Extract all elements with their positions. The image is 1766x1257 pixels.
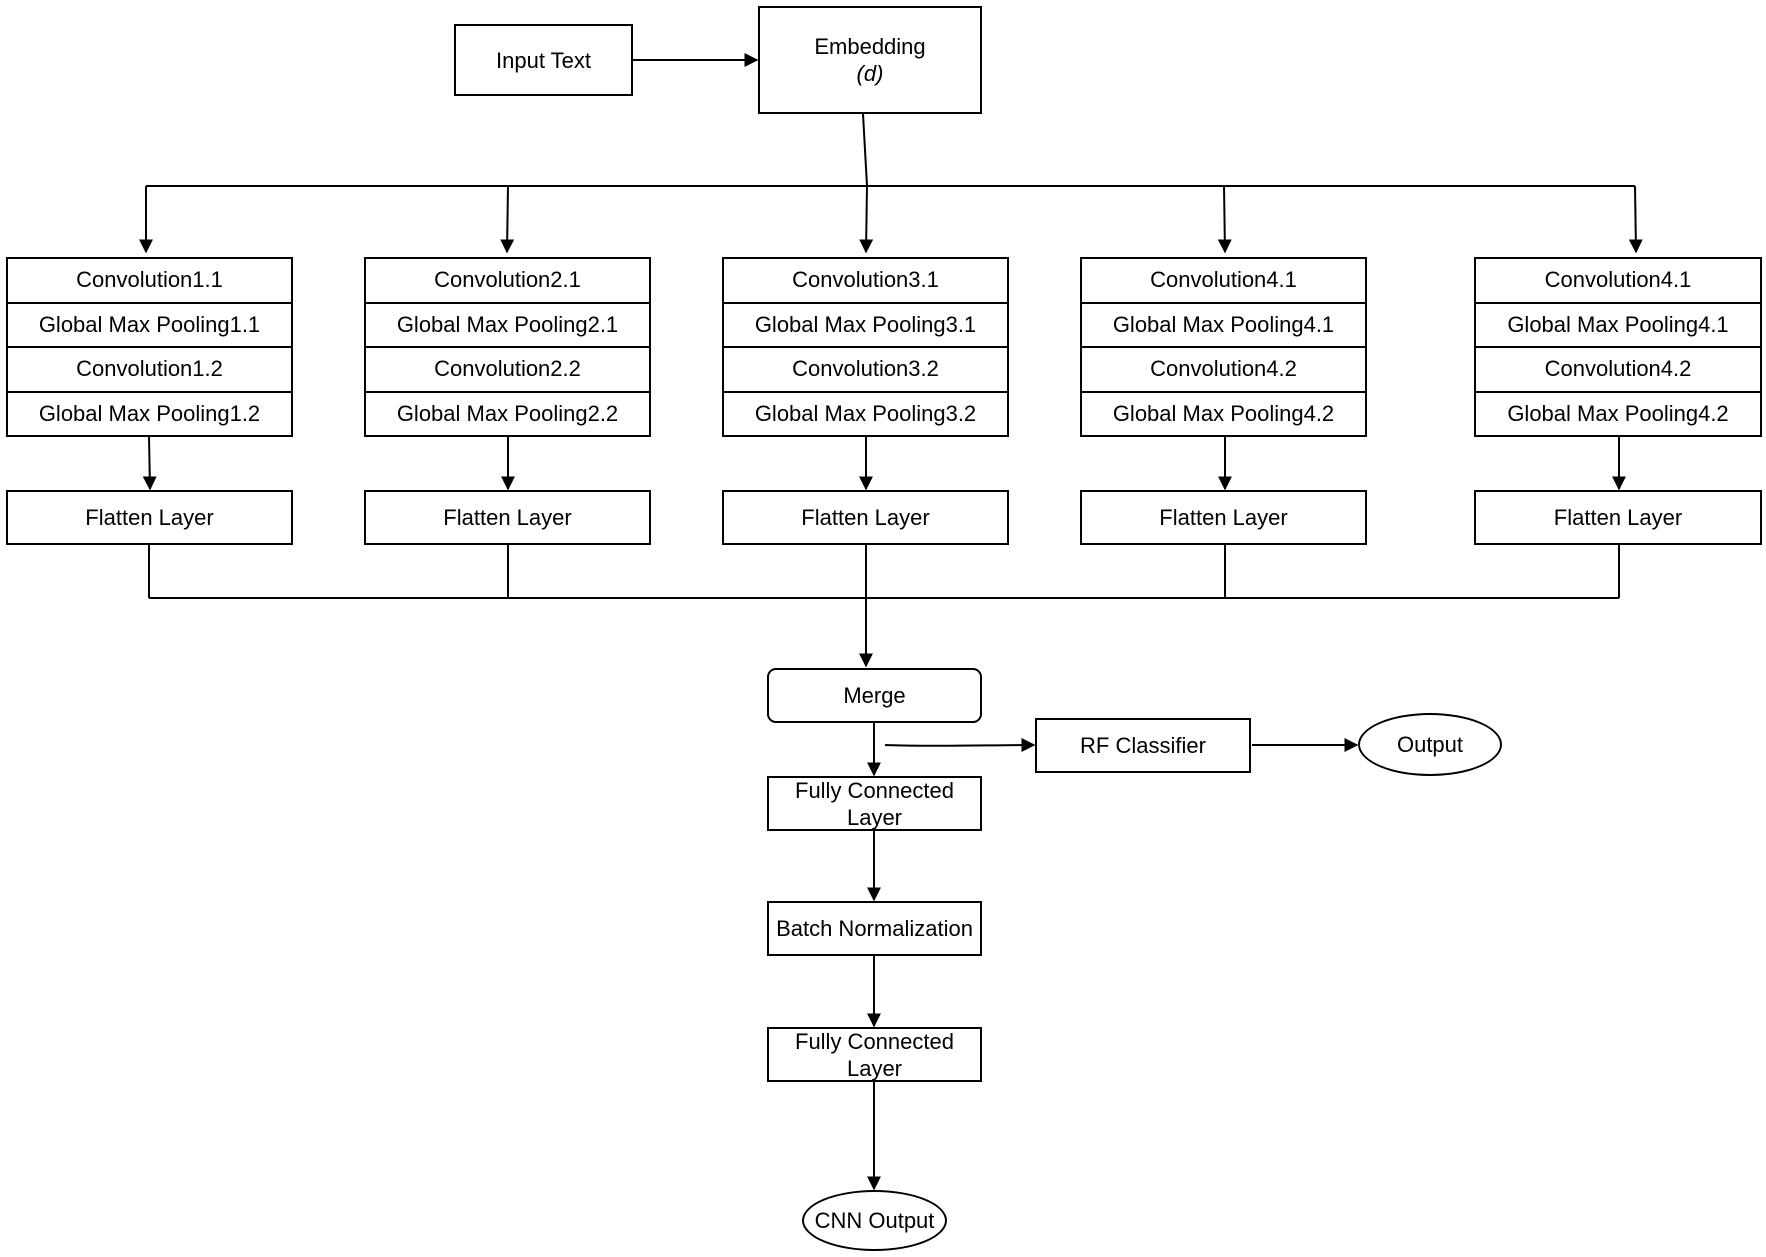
conv-stack-1: Convolution1.1 Global Max Pooling1.1 Con… [6, 257, 293, 437]
cnn-output-ellipse: CNN Output [802, 1190, 947, 1251]
input-text-box: Input Text [454, 24, 633, 96]
stack-layer: Global Max Pooling4.2 [1112, 400, 1335, 426]
arrow-to-branch-5 [1628, 185, 1643, 254]
fc2-line-1: Fully Connected [795, 1028, 954, 1054]
stack-layer: Global Max Pooling3.2 [754, 400, 977, 426]
flatten-layer-3: Flatten Layer [722, 490, 1009, 545]
stack-layer: Global Max Pooling1.1 [8, 304, 291, 348]
arrow-to-branch-3 [859, 185, 874, 254]
fc1-line-1: Fully Connected [795, 777, 954, 803]
conv-stack-2: Convolution2.1 Global Max Pooling2.1 Con… [364, 257, 651, 437]
embedding-box: Embedding (d) [758, 6, 982, 114]
stack-layer: Convolution3.1 [724, 259, 1007, 304]
embedding-title: Embedding [814, 34, 926, 59]
stack-layer: Convolution4.1 [1082, 259, 1365, 304]
stack-layer: Convolution2.1 [366, 259, 649, 304]
fully-connected-layer-2: Fully Connected Layer [767, 1027, 982, 1082]
fully-connected-layer-1: Fully Connected Layer [767, 776, 982, 831]
stack-layer: Global Max Pooling1.2 [38, 400, 261, 426]
fc1-line-2: Layer [846, 804, 903, 830]
arrow-to-branch-2 [500, 185, 515, 254]
stack-layer: Convolution4.2 [1476, 348, 1760, 393]
flatten-layer-5: Flatten Layer [1474, 490, 1762, 545]
stack-layer: Global Max Pooling2.1 [366, 304, 649, 348]
rf-classifier-box: RF Classifier [1035, 718, 1251, 773]
stack-layer: Global Max Pooling4.1 [1476, 304, 1760, 348]
flatten-layer-2: Flatten Layer [364, 490, 651, 545]
stack-layer: Global Max Pooling2.2 [396, 400, 619, 426]
conv-stack-5: Convolution4.1 Global Max Pooling4.1 Con… [1474, 257, 1762, 437]
stack-layer: Convolution3.2 [724, 348, 1007, 393]
fc2-line-2: Layer [846, 1055, 903, 1081]
conv-stack-3: Convolution3.1 Global Max Pooling3.1 Con… [722, 257, 1009, 437]
merge-box: Merge [767, 668, 982, 723]
embedding-param: (d) [856, 61, 884, 86]
arrow-stack-1-to-flatten [142, 436, 157, 491]
batch-normalization-box: Batch Normalization [767, 901, 982, 956]
connector-embedding-down [862, 113, 868, 187]
stack-layer: Global Max Pooling4.2 [1507, 400, 1729, 426]
flatten-layer-1: Flatten Layer [6, 490, 293, 545]
stack-layer: Global Max Pooling4.1 [1082, 304, 1365, 348]
stack-layer: Convolution1.1 [8, 259, 291, 304]
stack-layer: Convolution4.1 [1476, 259, 1760, 304]
rf-output-ellipse: Output [1358, 713, 1502, 776]
stack-layer: Convolution2.2 [366, 348, 649, 393]
stack-layer: Convolution4.2 [1082, 348, 1365, 393]
stack-layer: Convolution1.2 [8, 348, 291, 393]
conv-stack-4: Convolution4.1 Global Max Pooling4.1 Con… [1080, 257, 1367, 437]
stack-layer: Global Max Pooling3.1 [724, 304, 1007, 348]
flatten-layer-4: Flatten Layer [1080, 490, 1367, 545]
arrow-to-branch-4 [1217, 185, 1232, 254]
arrow-to-rf-classifier [884, 738, 1036, 753]
